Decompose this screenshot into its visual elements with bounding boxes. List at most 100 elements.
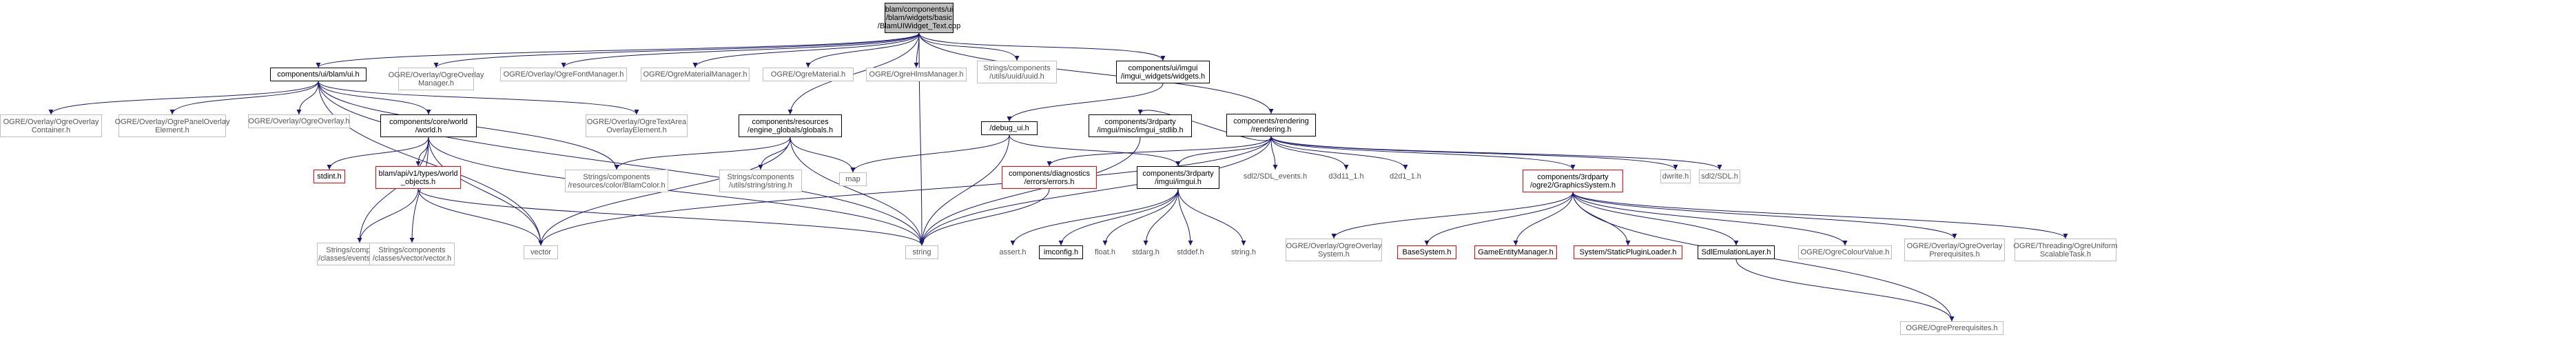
edge-main-to-ogre_font_mgr — [561, 32, 920, 68]
edge-main-to-rendering — [918, 32, 1274, 114]
node-imgui-stdlib[interactable]: components/3rdparty/imgui/misc/imgui_std… — [1089, 114, 1192, 137]
edge-main-to-ogre_material_mgr — [692, 32, 920, 68]
node-label-line: /utils/string/string.h — [729, 181, 792, 190]
node-label-line: Element.h — [155, 125, 189, 134]
edge-graphics_system-to-game_entity_mgr — [1513, 192, 1574, 246]
node-label-line: System/StaticPluginLoader.h — [1579, 248, 1677, 256]
node-imconfig[interactable]: imconfig.h — [1039, 245, 1083, 259]
node-label-line: /engine_globals/globals.h — [747, 125, 834, 134]
edge-graphics_system-to-base_system — [1424, 192, 1574, 246]
edge-debug_ui-to-string — [919, 134, 1010, 246]
node-globals[interactable]: components/resources/engine_globals/glob… — [739, 114, 842, 137]
node-base-system[interactable]: BaseSystem.h — [1397, 245, 1456, 259]
node-label-line: OGRE/Threading/OgreUniform — [2013, 241, 2118, 250]
node-ogre-colour-value[interactable]: OGRE/OgreColourValue.h — [1798, 245, 1892, 259]
node-label-line: vector — [530, 248, 551, 256]
node-label-line: OGRE/Overlay/OgreOverlay — [1906, 241, 2003, 250]
node-sdl2-events[interactable]: sdl2/SDL_events.h — [1237, 170, 1313, 183]
edge-globals-to-string — [790, 136, 925, 246]
node-ogre-hlms-mgr[interactable]: OGRE/OgreHlmsManager.h — [866, 68, 967, 81]
dependency-edges — [48, 32, 2068, 322]
node-label-line: OverlayElement.h — [606, 125, 667, 134]
edge-ui_blam-to-world — [318, 81, 431, 115]
node-label-line: ScalableTask.h — [2040, 250, 2091, 259]
node-label-line: /classes/vector/vector.h — [372, 254, 452, 263]
node-stdint[interactable]: stdint.h — [313, 170, 345, 183]
node-string-c[interactable]: string.h — [1226, 245, 1261, 259]
edge-globals-to-blam_color — [614, 136, 791, 170]
edge-rendering-to-sdl2_events — [1270, 136, 1278, 170]
node-float[interactable]: float.h — [1089, 245, 1122, 259]
edge-rendering-to-dwrite — [1270, 136, 1678, 170]
node-vector[interactable]: vector — [524, 245, 558, 259]
node-d3d11-1[interactable]: d3d11_1.h — [1326, 170, 1367, 183]
node-ogre-font-mgr[interactable]: OGRE/Overlay/OgreFontManager.h — [500, 68, 627, 81]
node-string-h[interactable]: Strings/components/utils/string/string.h — [719, 170, 802, 192]
node-dwrite[interactable]: dwrite.h — [1660, 170, 1691, 183]
node-label-line: /imgui_widgets/widgets.h — [1120, 72, 1206, 81]
node-label-line: dwrite.h — [1662, 172, 1689, 181]
edge-rendering-to-d2d1_1 — [1270, 136, 1408, 170]
edge-rendering-to-diag_errors — [1047, 136, 1272, 167]
edge-debug_ui-to-imgui_h — [1009, 134, 1181, 167]
edge-world-to-vector_h — [409, 136, 429, 243]
node-static-plugin-loader[interactable]: System/StaticPluginLoader.h — [1574, 245, 1682, 259]
node-ogre-material-mgr[interactable]: OGRE/OgreMaterialManager.h — [641, 68, 750, 81]
node-stddef[interactable]: stddef.h — [1171, 245, 1210, 259]
node-label-line: map — [845, 175, 861, 183]
edge-world-to-events — [357, 136, 429, 243]
node-stdarg[interactable]: stdarg.h — [1127, 245, 1164, 259]
node-ogre-material[interactable]: OGRE/OgreMaterial.h — [763, 68, 854, 81]
node-label-line: /world.h — [415, 125, 442, 134]
edge-rendering-to-string — [919, 136, 1272, 246]
edge-graphics_system-to-ogre_overlay_system — [1331, 192, 1574, 239]
node-map[interactable]: map — [839, 172, 867, 186]
node-graphics-system[interactable]: components/3rdparty/ogre2/GraphicsSystem… — [1523, 170, 1623, 192]
node-string[interactable]: string — [905, 245, 938, 259]
node-uuid[interactable]: Strings/components/utils/uuid/uuid.h — [977, 61, 1057, 83]
node-sdl-emulation[interactable]: SdlEmulationLayer.h — [1698, 245, 1775, 259]
edge-graphics_system-to-ogre_colour_value — [1572, 192, 1848, 246]
node-blam-color[interactable]: Strings/components/resources/color/BlamC… — [565, 170, 668, 192]
node-main[interactable]: blam/components/ui/blam/widgets/basic/Bl… — [878, 3, 960, 33]
node-game-entity-mgr[interactable]: GameEntityManager.h — [1474, 245, 1557, 259]
edge-imgui_h-to-stddef — [1177, 188, 1193, 246]
edge-imgui_h-to-assert — [1010, 188, 1179, 246]
node-label-line: _objects.h — [400, 177, 436, 186]
node-imgui-h[interactable]: components/3rdparty/imgui/imgui.h — [1137, 166, 1219, 189]
node-assert[interactable]: assert.h — [993, 245, 1032, 259]
node-label-line: /resources/color/BlamColor.h — [568, 181, 666, 190]
node-world[interactable]: components/core/world/world.h — [380, 114, 477, 137]
node-label-line: OGRE/OgreColourValue.h — [1800, 248, 1890, 256]
node-rendering[interactable]: components/rendering/rendering.h — [1226, 114, 1316, 136]
node-label-line: BaseSystem.h — [1402, 248, 1452, 256]
node-imgui-widgets[interactable]: components/ui/imgui/imgui_widgets/widget… — [1116, 61, 1210, 83]
edge-diag_errors-to-string — [919, 188, 1050, 246]
node-ui-blam[interactable]: components/ui/blam/ui.h — [270, 68, 367, 81]
node-ogre-prereq[interactable]: OGRE/OgrePrerequisites.h — [1900, 321, 2003, 335]
node-diag-errors[interactable]: components/diagnostics/errors/errors.h — [1002, 166, 1097, 189]
edge-imgui_widgets-to-debug_ui — [1007, 83, 1164, 122]
node-label-line: /imgui/imgui.h — [1155, 177, 1202, 186]
node-vector-h[interactable]: Strings/components/classes/vector/vector… — [369, 243, 455, 265]
node-label-line: components/resources — [752, 117, 829, 126]
node-label-line: d2d1_1.h — [1390, 172, 1421, 181]
edge-world-to-vector — [428, 136, 544, 246]
node-world-objects[interactable]: blam/api/v1/types/world_objects.h — [375, 166, 461, 189]
edge-graphics_system-to-static_plugin_loader — [1572, 192, 1631, 246]
node-ogre-overlay[interactable]: OGRE/Overlay/OgreOverlay.h — [248, 114, 350, 128]
node-d2d1-1[interactable]: d2d1_1.h — [1386, 170, 1425, 183]
node-sdl2-sdl[interactable]: sdl2/SDL.h — [1699, 170, 1740, 183]
node-label-line: OGRE/Overlay/OgrePanelOverlay — [114, 117, 230, 126]
edge-imgui_stdlib-to-string — [919, 136, 1141, 246]
node-debug-ui[interactable]: /debug_ui.h — [981, 121, 1038, 135]
edge-sdl_emulation-to-ogre_prereq — [1735, 259, 1955, 322]
